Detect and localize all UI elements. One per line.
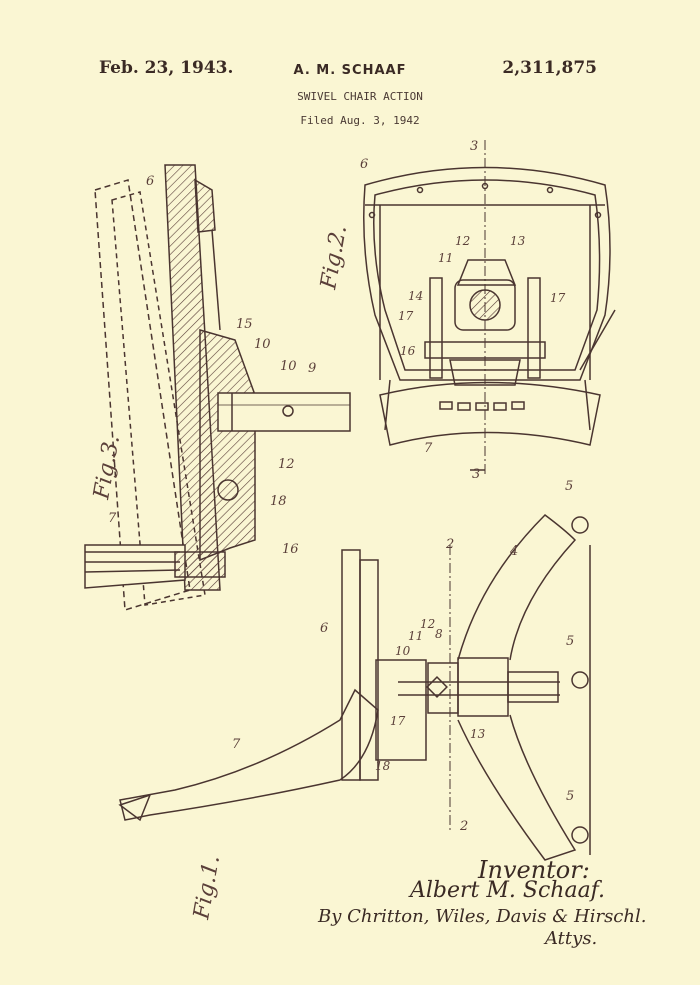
fig1-label-12: 12 — [420, 617, 435, 631]
fig1-label-13: 13 — [470, 727, 486, 741]
signature-attorneys: By Chritton, Wiles, Davis & Hirschl. — [318, 906, 647, 927]
fig1-label-11: 11 — [408, 629, 423, 643]
fig1-label-5c: 5 — [566, 789, 574, 804]
signature-inventor: Albert M. Schaaf. — [410, 878, 606, 903]
fig1-drawing — [118, 514, 591, 861]
fig3-label-10b: 10 — [280, 359, 297, 374]
fig1-label-7: 7 — [232, 737, 241, 752]
fig3-label-9: 9 — [308, 361, 316, 376]
fig3-label-7: 7 — [108, 511, 117, 526]
fig3-caption: Fig.3. — [89, 433, 125, 502]
fig1-label-6: 6 — [320, 621, 328, 636]
inventor-name-header: A. M. SCHAAF — [293, 63, 407, 78]
fig3-label-12: 12 — [278, 457, 295, 472]
fig1-label-17: 17 — [390, 714, 406, 728]
fig1-label-5a: 5 — [565, 479, 573, 494]
patent-date: Feb. 23, 1943. — [99, 58, 234, 78]
fig2-label-3-bottom: 3 — [472, 467, 480, 482]
fig2-label-11: 11 — [438, 251, 453, 265]
fig2-label-17b: 17 — [550, 291, 566, 305]
fig1-label-2-top: 2 — [445, 537, 454, 552]
fig2-label-16: 16 — [400, 344, 416, 358]
filed-date: Filed Aug. 3, 1942 — [300, 114, 420, 127]
fig1-caption: Fig.1. — [189, 853, 225, 922]
fig2-label-12: 12 — [455, 234, 470, 248]
patent-number: 2,311,875 — [502, 58, 597, 78]
fig3-drawing — [84, 164, 351, 611]
fig2-drawing — [363, 140, 616, 475]
fig2-label-6: 6 — [360, 157, 368, 172]
fig1-label-2-bottom: 2 — [459, 819, 468, 834]
fig1-label-18: 18 — [375, 759, 391, 773]
fig3-label-15: 15 — [236, 317, 253, 332]
fig1-label-10: 10 — [395, 644, 411, 658]
fig3-label-18: 18 — [270, 494, 287, 509]
fig2-label-7: 7 — [424, 441, 433, 456]
fig2-label-17a: 17 — [398, 309, 414, 323]
part-labels: 6 15 10 10 9 12 18 16 7 6 12 11 13 14 17… — [108, 139, 574, 834]
fig3-label-10a: 10 — [254, 337, 271, 352]
fig1-label-5b: 5 — [566, 634, 574, 649]
patent-title: SWIVEL CHAIR ACTION — [297, 90, 423, 103]
signature-attys: Attys. — [545, 928, 598, 949]
fig1-label-8: 8 — [435, 627, 443, 641]
fig2-label-13: 13 — [510, 234, 526, 248]
fig2-label-3-top: 3 — [470, 139, 478, 154]
fig2-caption: Fig.2. — [316, 223, 352, 292]
fig1-label-4: 4 — [509, 544, 518, 559]
signature-heading: Inventor: — [478, 856, 590, 884]
fig2-label-14: 14 — [408, 289, 423, 303]
fig3-label-6: 6 — [146, 174, 154, 189]
fig3-label-16: 16 — [282, 542, 299, 557]
